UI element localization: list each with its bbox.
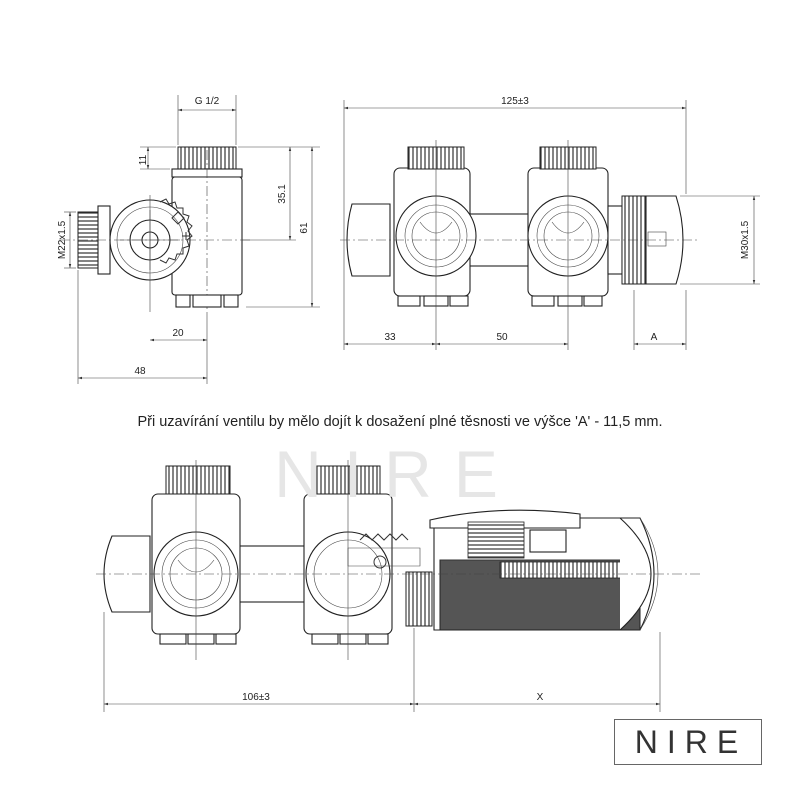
- side-view: G 1/2 11 35.1 61 M22x1.5 20 48: [57, 95, 320, 384]
- dim-11: 11: [138, 154, 149, 165]
- dim-33: 33: [384, 332, 396, 343]
- dim-g12: G 1/2: [195, 96, 220, 107]
- sealing-note: Při uzavírání ventilu by mělo dojít k do…: [137, 414, 663, 430]
- dim-a: A: [651, 332, 658, 343]
- dim-35-1: 35.1: [277, 184, 288, 204]
- dim-106: 106±3: [242, 692, 270, 703]
- dim-125: 125±3: [501, 96, 529, 107]
- dim-48: 48: [134, 366, 146, 377]
- nire-logo: NIRE: [614, 719, 762, 765]
- dim-20: 20: [172, 328, 184, 339]
- dim-m22: M22x1.5: [57, 220, 68, 259]
- front-view: 125±3 33 50 A M30x1.5: [340, 96, 760, 350]
- dim-50: 50: [496, 332, 508, 343]
- watermark: NIRE: [274, 437, 520, 511]
- dim-m30: M30x1.5: [740, 220, 751, 259]
- assembly-view: 106±3 X: [96, 460, 700, 712]
- dim-x: X: [537, 692, 544, 703]
- dim-61: 61: [299, 222, 310, 234]
